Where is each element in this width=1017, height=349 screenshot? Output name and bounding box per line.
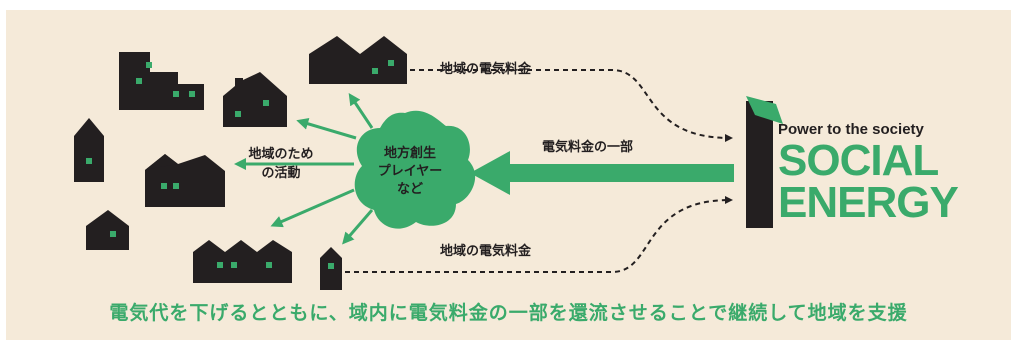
activity-arrows <box>234 93 374 245</box>
house-icon-lower-left <box>86 210 129 250</box>
return-arrow <box>470 151 734 195</box>
house-icon-top-double <box>309 36 407 84</box>
house-icon-building-tall <box>119 52 204 110</box>
brand-name-line2: ENERGY <box>778 178 959 227</box>
house-icon-middle <box>145 154 225 207</box>
players-line2: プレイヤー <box>377 164 443 179</box>
players-label: 地方創生 プレイヤー など <box>368 145 452 199</box>
players-blob <box>354 110 476 229</box>
house-icon-chimney <box>223 72 287 127</box>
brand-name-line1: SOCIAL <box>778 136 939 185</box>
caption: 電気代を下げるとともに、域内に電気料金の一部を還流させることで継続して地域を支援 <box>109 302 908 324</box>
players-line3: など <box>396 182 423 197</box>
brand-tagline: Power to the society <box>778 121 924 138</box>
top-flow-arrow <box>410 69 733 142</box>
house-icon-row <box>193 240 292 283</box>
house-icon-narrow <box>74 118 104 182</box>
return-part-label: 電気料金の一部 <box>542 140 634 155</box>
players-line1: 地方創生 <box>383 146 436 161</box>
top-fee-label: 地域の電気料金 <box>440 62 532 77</box>
activity-label-line1: 地域のため <box>248 147 314 162</box>
social-energy-tower-icon <box>746 96 783 228</box>
activity-label-line2: の活動 <box>261 166 301 181</box>
activity-label: 地域のため の活動 <box>238 145 324 183</box>
house-icon-small <box>320 247 342 290</box>
bottom-fee-label: 地域の電気料金 <box>440 244 532 259</box>
bottom-flow-arrow <box>345 196 733 273</box>
